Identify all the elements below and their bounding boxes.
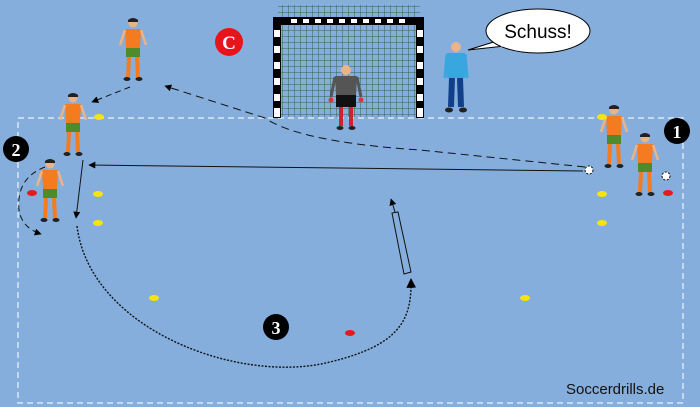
goalkeeper [328, 65, 364, 130]
station-label: 1 [673, 122, 682, 142]
field-boundary [17, 117, 684, 404]
station-2: 2 [3, 136, 29, 162]
pass-arrow-down [73, 159, 84, 219]
coach-marker: C [215, 28, 243, 56]
cone-red [345, 330, 355, 336]
ball [661, 171, 671, 181]
station-3: 3 [263, 314, 289, 340]
station-1: 1 [664, 118, 690, 144]
cone-red [663, 190, 673, 196]
speech-bubble: Schuss! [467, 8, 591, 54]
speech-text: Schuss! [504, 22, 572, 43]
run-arrow-left [18, 166, 46, 236]
shot-arrow [391, 211, 412, 275]
cone-yellow [597, 191, 607, 197]
player-left-upper [60, 93, 86, 156]
ball [584, 165, 594, 175]
player-right-1 [601, 105, 627, 168]
cones [27, 114, 673, 336]
cone-yellow [93, 220, 103, 226]
shot-arrow-head [389, 198, 397, 213]
cone-yellow [597, 220, 607, 226]
pass-arrow [88, 161, 584, 172]
station-label: 3 [272, 318, 281, 338]
cone-yellow [520, 295, 530, 301]
coach [443, 42, 469, 113]
run-arrow-diagonal [164, 84, 586, 168]
cone-yellow [597, 114, 607, 120]
cone-yellow [94, 114, 104, 120]
player-right-2 [632, 133, 658, 196]
cone-yellow [93, 191, 103, 197]
station-label: 2 [12, 140, 21, 160]
player-top [120, 18, 146, 81]
dribble-path [76, 225, 417, 368]
coach-marker-label: C [222, 33, 236, 54]
watermark: Soccerdrills.de [566, 381, 664, 398]
run-arrow-top [91, 86, 131, 103]
cone-yellow [149, 295, 159, 301]
cone-red [27, 190, 37, 196]
